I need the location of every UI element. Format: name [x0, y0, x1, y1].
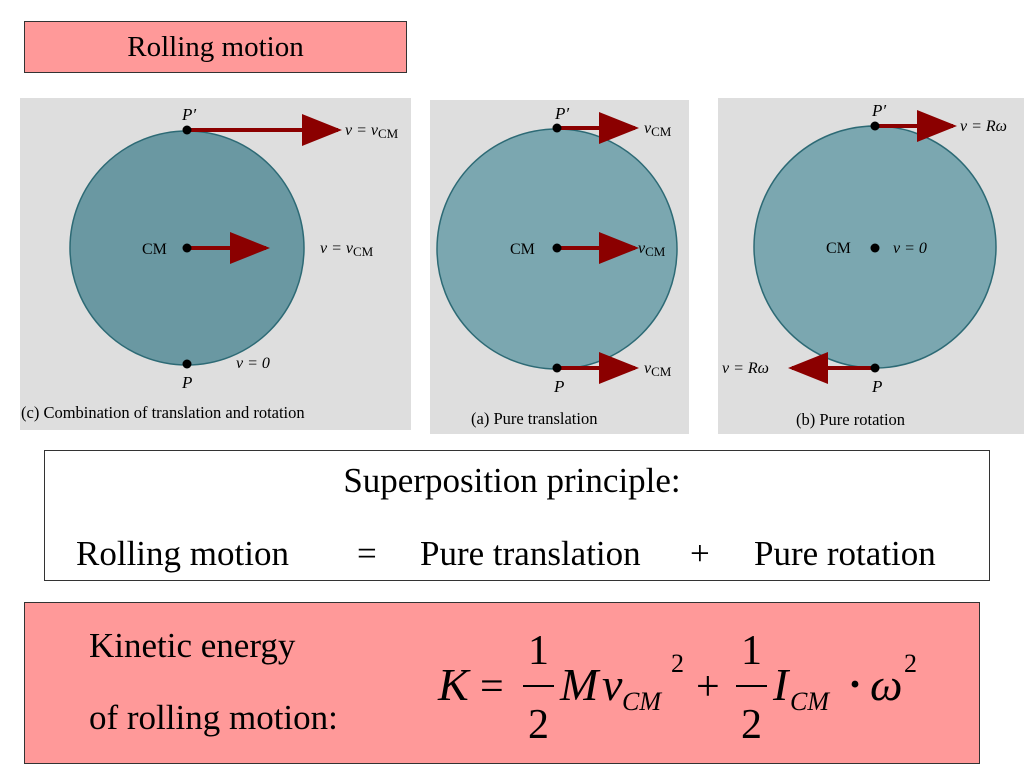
fraction1-den: 2	[528, 702, 549, 748]
kinetic-energy-box	[24, 602, 980, 764]
right-velocity-label: v = v	[320, 240, 354, 257]
svg-text:vCM: vCM	[644, 120, 672, 139]
fraction2-den: 2	[741, 702, 762, 748]
panel-translation: P′ CM P vCM vCM vCM (a) Pure translation	[430, 100, 689, 434]
center-label: CM	[142, 241, 167, 258]
top-point-label: P′	[871, 101, 886, 120]
term-rolling-motion: Rolling motion	[76, 534, 289, 573]
bottom-point-dot	[182, 359, 192, 369]
top-point-dot	[552, 123, 562, 133]
panel-combination: P′ CM P v = vCM v = vCM v = 0 (c) Combin…	[20, 98, 411, 430]
symbol-plus: +	[696, 664, 720, 710]
superscript-2a: 2	[671, 649, 684, 678]
bottom-point-dot	[870, 363, 880, 373]
bottom-point-label: P	[181, 373, 192, 392]
term-pure-rotation: Pure rotation	[754, 534, 936, 573]
symbol-M: M	[559, 659, 601, 710]
subscript-cm2: CM	[790, 687, 830, 716]
subscript-cm1: CM	[622, 687, 662, 716]
fraction2-num: 1	[741, 628, 762, 674]
kinetic-energy-formula: K = 1 2 M v CM 2 + 1 2 I CM · ω 2	[437, 628, 917, 748]
top-point-dot	[182, 125, 192, 135]
symbol-I: I	[772, 659, 791, 710]
bottom-velocity-label: v = Rω	[722, 360, 769, 377]
superscript-2b: 2	[904, 649, 917, 678]
top-velocity-sub: CM	[651, 124, 672, 139]
kinetic-label-line2: of rolling motion:	[89, 698, 338, 737]
superposition-heading: Superposition principle:	[343, 461, 681, 500]
top-velocity-sub: CM	[378, 126, 399, 141]
svg-text:vCM: vCM	[644, 360, 672, 379]
fraction1-num: 1	[528, 628, 549, 674]
center-velocity-label: v = 0	[893, 240, 927, 257]
svg-text:v = vCM: v = vCM	[320, 240, 374, 259]
top-point-label: P′	[181, 105, 196, 124]
equals-sign: =	[357, 534, 377, 573]
center-dot	[182, 243, 192, 253]
top-velocity-label: v	[644, 120, 652, 137]
term-pure-translation: Pure translation	[420, 534, 641, 573]
symbol-omega: ω	[870, 659, 902, 710]
slide-title: Rolling motion	[24, 21, 407, 73]
top-point-dot	[870, 121, 880, 131]
center-label: CM	[510, 241, 535, 258]
symbol-v: v	[602, 659, 623, 710]
panel-rotation: P′ CM v = 0 P v = Rω v = Rω (b) Pure rot…	[718, 98, 1024, 434]
center-dot	[552, 243, 562, 253]
symbol-dot: ·	[848, 662, 862, 708]
top-velocity-label: v = v	[345, 122, 379, 139]
right-velocity-sub: CM	[353, 244, 374, 259]
kinetic-label-line1: Kinetic energy	[89, 626, 296, 665]
bottom-velocity-sub: CM	[651, 364, 672, 379]
center-dot	[870, 243, 880, 253]
bottom-point-dot	[552, 363, 562, 373]
svg-text:v = vCM: v = vCM	[345, 122, 399, 141]
bottom-point-label: P	[871, 377, 882, 396]
panel-caption: (a) Pure translation	[471, 409, 597, 428]
panel-caption: (c) Combination of translation and rotat…	[21, 403, 305, 422]
top-velocity-label: v = Rω	[960, 118, 1007, 135]
center-velocity-sub: CM	[645, 244, 666, 259]
panel-caption: (b) Pure rotation	[796, 410, 905, 429]
svg-text:vCM: vCM	[638, 240, 666, 259]
center-label: CM	[826, 240, 851, 257]
bottom-velocity-label: v	[644, 360, 652, 377]
superposition-box	[44, 450, 990, 581]
bottom-velocity-label: v = 0	[236, 355, 270, 372]
bottom-point-label: P	[553, 377, 564, 396]
symbol-K: K	[437, 659, 471, 710]
plus-sign: +	[690, 534, 710, 573]
center-velocity-label: v	[638, 240, 646, 257]
top-point-label: P′	[554, 104, 569, 123]
symbol-eq: =	[480, 664, 504, 710]
